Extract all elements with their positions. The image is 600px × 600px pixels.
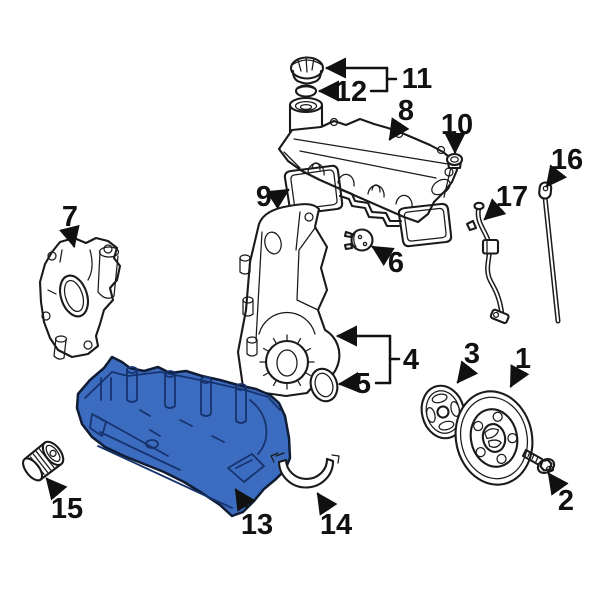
crank-pulley-drawing bbox=[454, 390, 534, 486]
leader-9 bbox=[266, 188, 290, 210]
leader-15 bbox=[45, 477, 68, 501]
callout-12[interactable]: 12 bbox=[335, 76, 367, 108]
pulley-plate-drawing bbox=[420, 384, 466, 440]
leader-7 bbox=[59, 224, 80, 249]
front-crank-seal-drawing bbox=[309, 367, 339, 403]
dipstick-drawing bbox=[538, 181, 561, 324]
callout-4[interactable]: 4 bbox=[403, 344, 419, 376]
callout-16[interactable]: 16 bbox=[551, 144, 583, 176]
oil-pan-drawing bbox=[75, 355, 292, 518]
leader-2 bbox=[547, 472, 569, 496]
callout-11[interactable]: 11 bbox=[402, 63, 433, 95]
callout-17[interactable]: 17 bbox=[496, 181, 528, 213]
callout-6[interactable]: 6 bbox=[388, 247, 404, 279]
leader-5 bbox=[337, 371, 360, 394]
rear-seal-gasket-drawing bbox=[270, 452, 340, 489]
leader-13 bbox=[234, 488, 256, 512]
chain-case-drawing bbox=[236, 203, 341, 398]
callout-labels: 1 2 3 4 5 6 7 8 9 10 11 12 13 14 15 16 1… bbox=[51, 63, 583, 541]
bracket-4-ticks bbox=[374, 357, 401, 385]
valve-cover-gasket-drawing bbox=[283, 164, 453, 248]
leader-17 bbox=[483, 198, 507, 221]
callout-8[interactable]: 8 bbox=[398, 95, 414, 127]
leader-8 bbox=[388, 117, 410, 141]
callout-2[interactable]: 2 bbox=[558, 485, 574, 517]
leader-14 bbox=[316, 492, 338, 516]
leader-6 bbox=[371, 245, 395, 267]
oil-filler-cap-drawing bbox=[289, 56, 325, 85]
leader-lines bbox=[45, 57, 569, 516]
leader-3 bbox=[456, 360, 479, 384]
callout-1[interactable]: 1 bbox=[515, 343, 531, 375]
callout-13[interactable]: 13 bbox=[241, 509, 273, 541]
bracket-11-ticks bbox=[369, 77, 398, 93]
leader-1 bbox=[509, 364, 530, 388]
callout-14[interactable]: 14 bbox=[320, 509, 352, 541]
callout-9[interactable]: 9 bbox=[256, 181, 272, 213]
dipstick-tube-drawing bbox=[465, 201, 510, 325]
oil-filter-drawing bbox=[21, 440, 65, 482]
callout-15[interactable]: 15 bbox=[51, 493, 83, 525]
leader-16 bbox=[545, 164, 568, 188]
sealing-cap-drawing bbox=[343, 228, 374, 252]
crank-bolt-drawing bbox=[521, 448, 556, 475]
callout-5[interactable]: 5 bbox=[355, 368, 371, 400]
callout-7[interactable]: 7 bbox=[62, 201, 78, 233]
callout-10[interactable]: 10 bbox=[441, 109, 473, 141]
grommet-nut-drawing bbox=[445, 152, 464, 170]
oil-pump-drawing bbox=[38, 236, 122, 360]
callout-3[interactable]: 3 bbox=[464, 338, 480, 370]
filler-cap-seal-drawing bbox=[294, 84, 318, 98]
